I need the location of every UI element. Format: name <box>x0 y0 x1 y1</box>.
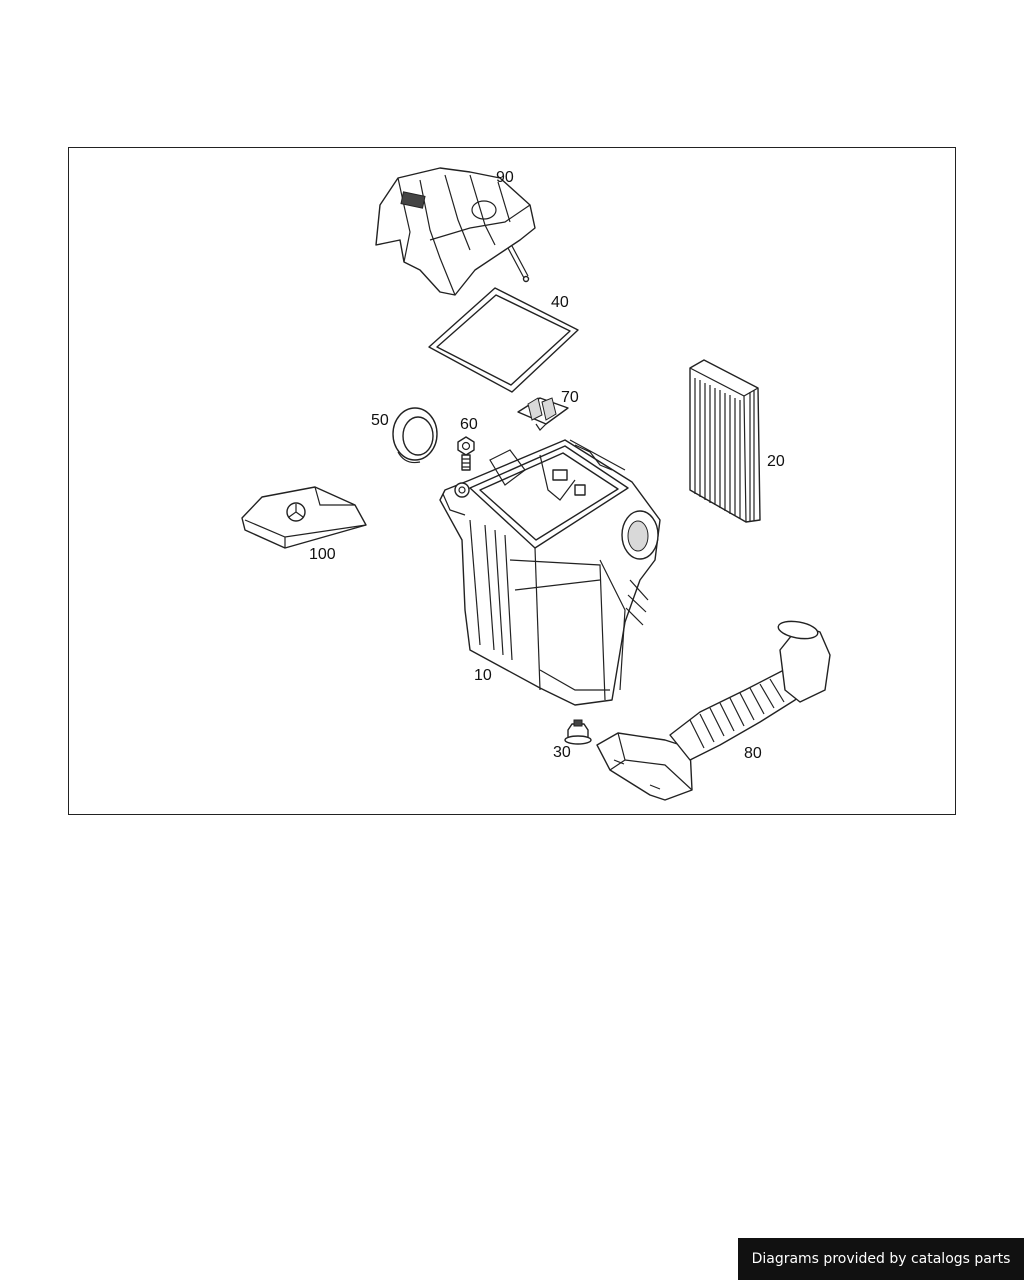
part-20-filter-element[interactable] <box>689 359 761 523</box>
part-40-gasket[interactable] <box>428 287 579 393</box>
label-20: 20 <box>767 453 785 470</box>
part-70-clip[interactable] <box>517 397 569 431</box>
part-60-bolt[interactable] <box>457 436 475 471</box>
label-80: 80 <box>744 745 762 762</box>
label-50: 50 <box>371 412 389 429</box>
part-30-grommet[interactable] <box>564 719 592 745</box>
part-50-seal-ring[interactable] <box>392 407 438 464</box>
label-60: 60 <box>460 416 478 433</box>
part-90-engine-cover[interactable] <box>375 167 536 296</box>
label-30: 30 <box>553 744 571 761</box>
label-100: 100 <box>309 546 336 563</box>
part-100-emblem-plate[interactable] <box>241 486 367 549</box>
part-80-intake-duct[interactable] <box>596 619 831 801</box>
label-10: 10 <box>474 667 492 684</box>
label-70: 70 <box>561 389 579 406</box>
label-40: 40 <box>551 294 569 311</box>
part-10-filter-housing[interactable] <box>439 439 661 706</box>
credit-badge: Diagrams provided by catalogs parts <box>738 1238 1024 1280</box>
label-90: 90 <box>496 169 514 186</box>
